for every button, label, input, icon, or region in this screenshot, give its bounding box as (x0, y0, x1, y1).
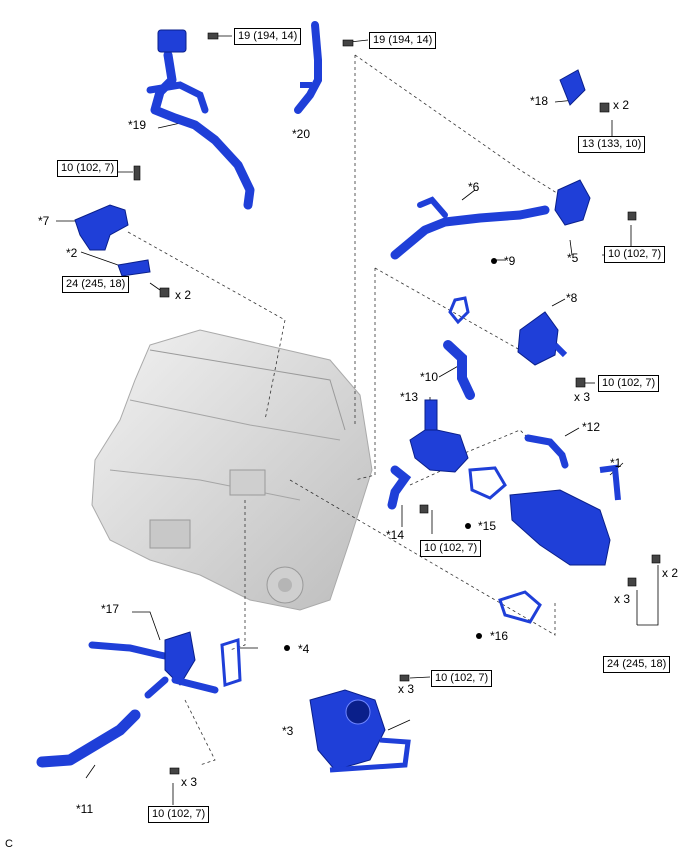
part-callout-9: *9 (504, 254, 516, 268)
torque-spec-18: 13 (133, 10) (578, 136, 646, 153)
part-callout-17: *17 (101, 602, 120, 616)
illustration-code: C (5, 838, 13, 850)
bracket-2 (117, 259, 151, 277)
part-callout-18: *18 (530, 94, 549, 108)
qty-label-11: x 3 (181, 775, 198, 789)
water-hose-14 (387, 465, 412, 510)
non-reusable-marker-4 (284, 645, 290, 651)
part-callout-6: *6 (468, 180, 480, 194)
part-callout-11: *11 (76, 802, 94, 816)
part-callout-3: *3 (282, 724, 294, 738)
engine-block-illustration (91, 329, 373, 611)
torque-spec-8: 10 (102, 7) (598, 375, 660, 392)
water-outlet-17 (88, 631, 219, 699)
water-hose-12 (524, 434, 569, 469)
torque-spec-13: 10 (102, 7) (420, 540, 482, 557)
part-callout-13: *13 (400, 390, 419, 404)
water-hose-11 (36, 709, 141, 768)
non-reusable-marker-15 (465, 523, 471, 529)
part-callout-2: *2 (66, 246, 78, 260)
qty-label-1b: x 3 (614, 592, 631, 606)
part-callout-20: *20 (292, 127, 311, 141)
qty-label-8: x 3 (574, 390, 591, 404)
part-callout-12: *12 (582, 420, 601, 434)
water-hose-10 (443, 340, 475, 400)
gasket-4 (220, 637, 242, 688)
bracket-7 (74, 204, 129, 251)
dashed-leader-lines (127, 54, 561, 766)
torque-spec-2: 24 (245, 18) (62, 276, 130, 293)
part-callout-10: *10 (420, 370, 439, 384)
egr-valve-13 (409, 399, 469, 473)
qty-label-18: x 2 (613, 98, 630, 112)
water-hose-6 (390, 196, 550, 260)
part-callout-8: *8 (566, 291, 578, 305)
part-callout-1: *1 (610, 456, 622, 470)
water-hose-20 (294, 21, 322, 114)
qty-label-2: x 2 (175, 288, 192, 302)
bracket-18 (559, 69, 586, 106)
water-hose-19 (146, 29, 255, 210)
egr-valve-adapter-8 (517, 311, 568, 366)
torque-spec-7: 10 (102, 7) (57, 160, 119, 177)
torque-spec-20b: 19 (194, 14) (369, 32, 437, 49)
gasket-16 (498, 590, 542, 624)
part-callout-4: *4 (298, 642, 310, 656)
non-reusable-marker-9 (491, 258, 497, 264)
part-callout-14: *14 (386, 528, 405, 542)
part-callout-15: *15 (478, 519, 497, 533)
torque-spec-3: 10 (102, 7) (431, 670, 493, 687)
valve-assembly-5 (554, 179, 591, 226)
bolts (133, 32, 661, 775)
part-callout-16: *16 (490, 629, 509, 643)
torque-spec-11: 10 (102, 7) (148, 806, 210, 823)
part-callout-7: *7 (38, 214, 50, 228)
torque-spec-1: 24 (245, 18) (603, 656, 671, 673)
torque-spec-5: 10 (102, 7) (604, 246, 666, 263)
torque-spec-20a: 19 (194, 14) (234, 28, 302, 45)
qty-label-1a: x 2 (662, 566, 679, 580)
non-reusable-marker-16 (476, 633, 482, 639)
part-callout-19: *19 (128, 118, 147, 132)
qty-label-3: x 3 (398, 682, 415, 696)
gasket-15 (468, 466, 507, 500)
throttle-body-3 (309, 689, 411, 773)
gasket-9 (448, 296, 470, 325)
egr-cooler-1 (509, 464, 621, 566)
part-callout-5: *5 (567, 251, 579, 265)
